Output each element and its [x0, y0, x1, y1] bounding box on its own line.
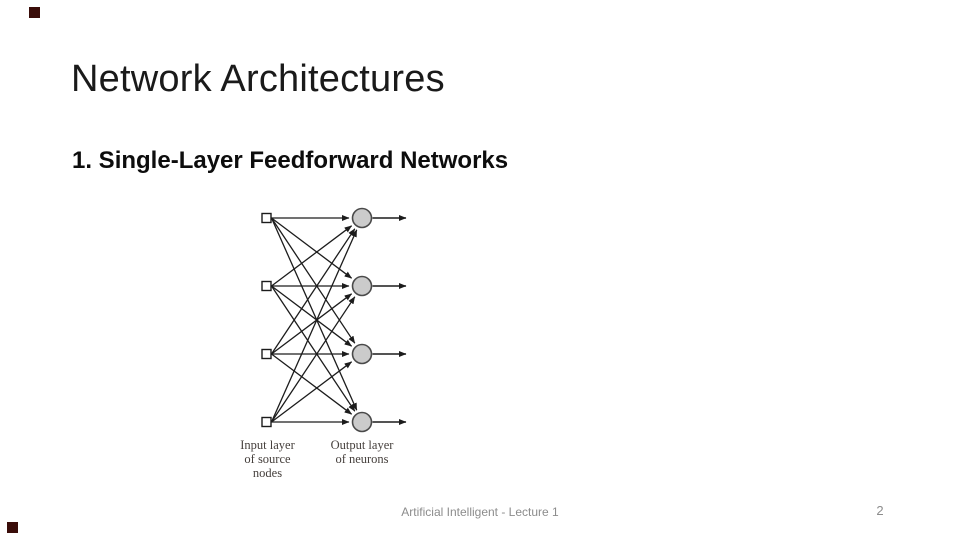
connection-arrow: [271, 353, 353, 415]
output-neuron: [351, 411, 373, 433]
connection-arrow: [271, 225, 353, 287]
corner-mark-bottom-left: [7, 522, 18, 533]
input-source-node: [261, 212, 272, 224]
connection-arrow: [270, 217, 356, 344]
connection-arrow: [270, 296, 356, 423]
slide-subtitle: 1. Single-Layer Feedforward Networks: [72, 147, 509, 174]
input-source-node: [261, 280, 272, 292]
connection-arrow: [270, 228, 356, 355]
input-source-node: [261, 416, 272, 428]
connection-arrow: [271, 293, 353, 355]
input-layer-label: of source: [244, 452, 291, 466]
footer-text: Artificial Intelligent - Lecture 1: [401, 505, 559, 519]
connection-arrow: [270, 217, 358, 411]
input-layer-label: nodes: [253, 466, 282, 480]
output-neuron: [351, 207, 373, 229]
input-layer-label: Input layer: [240, 438, 295, 452]
connection-arrow: [270, 229, 358, 423]
connection-arrow: [271, 361, 353, 423]
output-layer-label: Output layer: [331, 438, 395, 452]
page-number: 2: [876, 503, 884, 518]
connection-arrow: [271, 285, 353, 347]
input-source-node: [261, 348, 272, 360]
slide-title: Network Architectures: [71, 58, 445, 100]
connection-arrow: [271, 217, 353, 279]
output-layer-label: of neurons: [335, 452, 388, 466]
output-neuron: [351, 275, 373, 297]
connection-arrow: [270, 285, 356, 412]
output-neuron: [351, 343, 373, 365]
corner-mark-top-left: [29, 7, 40, 18]
